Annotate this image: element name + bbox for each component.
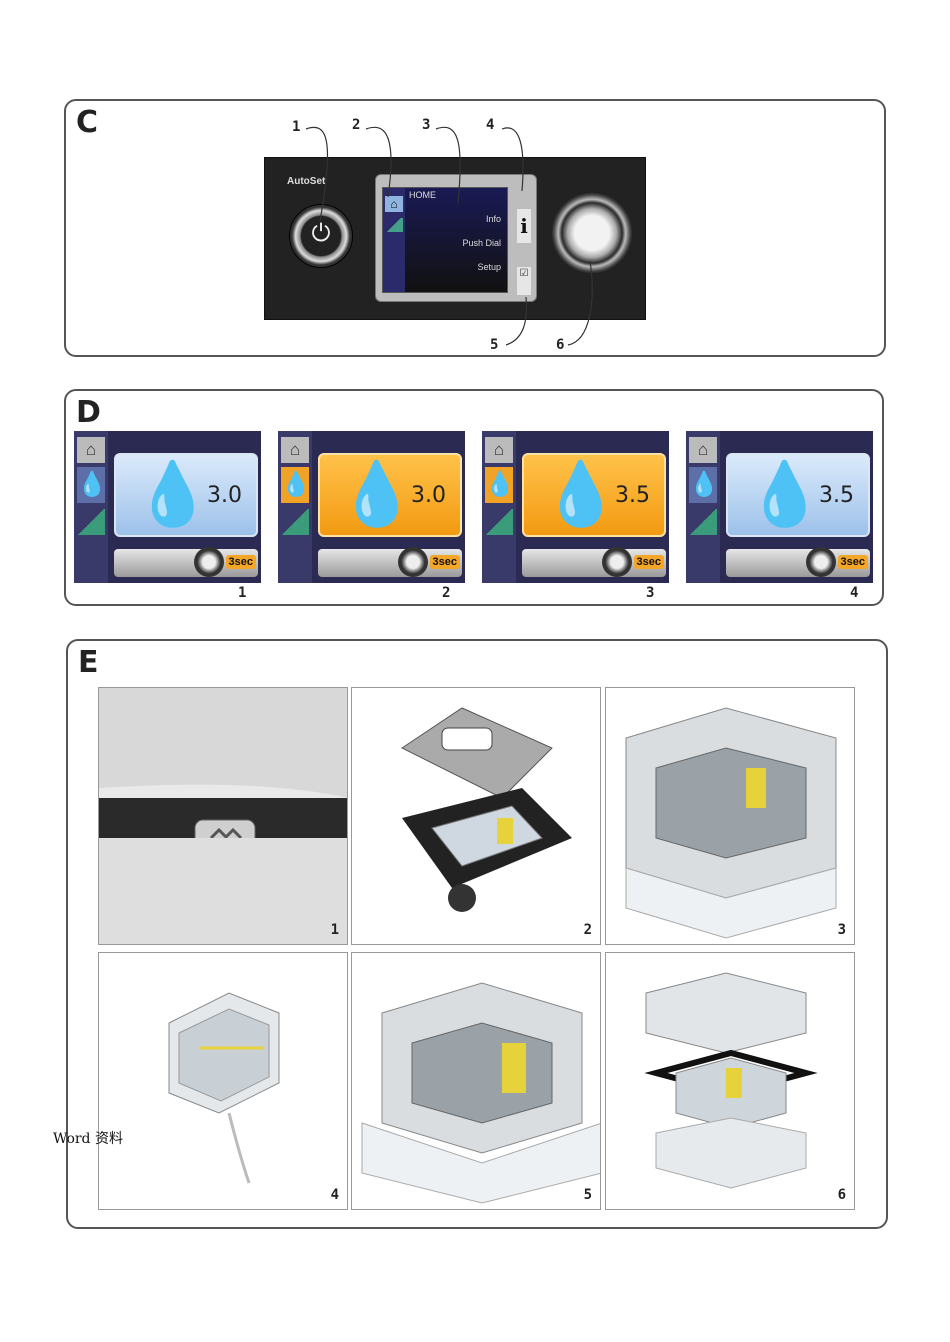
humidity-screen-4: ⌂ 💧 💧 3.5 3sec — [686, 431, 873, 583]
menu-button[interactable]: ☑ — [517, 267, 531, 295]
step-illustration-1: 1 — [98, 687, 348, 945]
timer-label: 3sec — [633, 555, 664, 569]
callout-leaders — [305, 126, 593, 346]
ramp-icon — [281, 509, 309, 535]
home-icon: ⌂ — [385, 196, 403, 212]
frame-number: 2 — [442, 585, 451, 601]
step-illustration-3: 3 — [605, 687, 855, 945]
step-illustration-2: 2 — [351, 687, 601, 945]
humidity-value: 3.0 — [207, 483, 242, 508]
callout-2: 2 — [352, 117, 361, 133]
dial-icon — [398, 547, 428, 577]
dial-icon — [602, 547, 632, 577]
screen-item-setup: Setup — [477, 262, 501, 272]
open-lid-illustration — [401, 707, 572, 912]
humidity-screen-3: ⌂ 💧 💧 3.5 3sec — [482, 431, 669, 583]
humidity-setting: 💧 3.5 — [522, 453, 666, 537]
dial-icon — [806, 547, 836, 577]
callout-5: 5 — [490, 337, 499, 353]
panel-letter: E — [78, 645, 99, 680]
home-icon: ⌂ — [77, 437, 105, 463]
step-number: 3 — [837, 922, 846, 938]
water-tub-illustration — [361, 982, 600, 1204]
humidity-icon: 💧 — [281, 467, 311, 503]
hold-bar: 3sec — [318, 547, 462, 577]
step-illustration-4: 4 — [98, 952, 348, 1210]
humidity-value: 3.0 — [411, 483, 446, 508]
screen-item-info: Info — [485, 214, 501, 224]
water-drop-icon: 💧 — [338, 460, 416, 529]
step-number: 1 — [330, 922, 339, 938]
hold-bar: 3sec — [114, 547, 258, 577]
hold-bar: 3sec — [726, 547, 870, 577]
frame-number: 1 — [238, 585, 247, 601]
step-number: 4 — [330, 1187, 339, 1203]
info-button[interactable]: i — [517, 209, 531, 243]
timer-label: 3sec — [225, 555, 256, 569]
ramp-icon — [485, 509, 513, 535]
humidity-setting: 💧 3.0 — [318, 453, 462, 537]
timer-label: 3sec — [429, 555, 460, 569]
screen-item-push-dial: Push Dial — [462, 238, 501, 248]
tub-disassembly-illustration — [644, 972, 818, 1189]
humidity-value: 3.5 — [819, 483, 854, 508]
humidity-icon: 💧 — [77, 467, 107, 503]
hold-bar: 3sec — [522, 547, 666, 577]
ramp-icon — [77, 509, 105, 535]
callout-1: 1 — [292, 119, 301, 135]
humidity-icon: 💧 — [689, 467, 719, 503]
humidity-value: 3.5 — [615, 483, 650, 508]
humidity-screen-1: ⌂ 💧 💧 3.0 3sec — [74, 431, 261, 583]
push-dial[interactable] — [551, 192, 633, 274]
water-drop-icon: 💧 — [542, 460, 620, 529]
ramp-icon — [385, 218, 403, 232]
lcd-screen: ⌂ HOME Info Push Dial Setup — [382, 187, 508, 293]
home-icon: ⌂ — [485, 437, 513, 463]
step-number: 5 — [583, 1187, 592, 1203]
water-drop-icon: 💧 — [746, 460, 824, 529]
panel-d: D ⌂ 💧 💧 3.0 3sec 1 ⌂ 💧 💧 3.0 3sec 2 ⌂ — [64, 389, 884, 606]
side-tub-illustration — [168, 992, 280, 1184]
callout-4: 4 — [486, 117, 495, 133]
callout-6: 6 — [556, 337, 565, 353]
frame-number: 4 — [850, 585, 859, 601]
humidity-icon: 💧 — [485, 467, 515, 503]
lcd-frame: ⌂ HOME Info Push Dial Setup i ☑ — [375, 174, 537, 302]
humidity-setting: 💧 3.5 — [726, 453, 870, 537]
panel-letter: C — [76, 105, 99, 140]
step-number: 6 — [837, 1187, 846, 1203]
timer-label: 3sec — [837, 555, 868, 569]
water-drop-icon: 💧 — [134, 460, 212, 529]
callout-3: 3 — [422, 117, 431, 133]
home-icon: ⌂ — [281, 437, 309, 463]
power-icon: ⏻ — [311, 219, 331, 247]
footer-text: Word 资料 — [53, 1131, 123, 1147]
frame-number: 3 — [646, 585, 655, 601]
home-icon: ⌂ — [689, 437, 717, 463]
step-illustration-5: 5 — [351, 952, 601, 1210]
step-number: 2 — [583, 922, 592, 938]
device-latch-illustration — [99, 688, 347, 944]
water-tub-illustration — [625, 707, 837, 939]
panel-letter: D — [76, 395, 101, 430]
brand-label: AutoSet — [287, 176, 326, 187]
device-control-panel: AutoSet ⏻ ⌂ HOME Info Push Dial Setup i … — [264, 157, 646, 320]
power-button[interactable]: ⏻ — [289, 204, 353, 268]
panel-c: C AutoSet ⏻ ⌂ HOME Info Push Dial Setup … — [64, 99, 886, 357]
dial-icon — [194, 547, 224, 577]
humidity-setting: 💧 3.0 — [114, 453, 258, 537]
screen-title: HOME — [409, 190, 436, 200]
humidity-screen-2: ⌂ 💧 💧 3.0 3sec — [278, 431, 465, 583]
ramp-icon — [689, 509, 717, 535]
panel-e: E 1 2 3 — [66, 639, 888, 1229]
step-illustration-6: 6 — [605, 952, 855, 1210]
lcd-sidebar — [383, 188, 405, 292]
